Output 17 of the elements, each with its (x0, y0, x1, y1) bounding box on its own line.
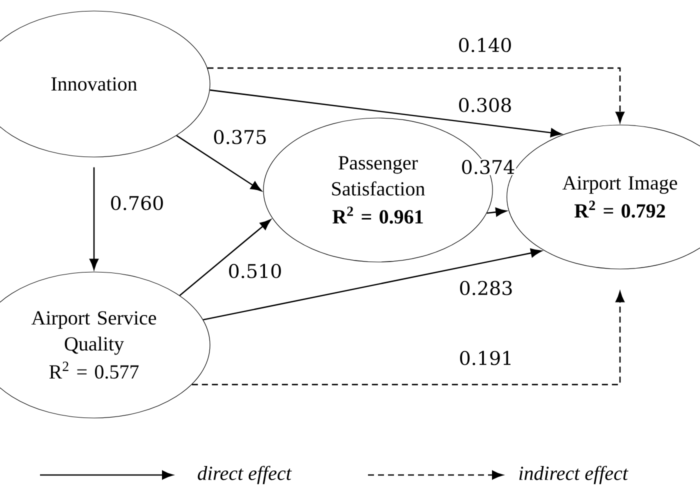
arrow (90, 167, 98, 270)
arrow (176, 135, 262, 192)
edge-label: 0.374 (460, 158, 516, 176)
arrow (179, 219, 271, 296)
arrow (210, 89, 562, 138)
arrow (207, 67, 625, 123)
edge-label: 0.308 (456, 96, 514, 114)
legend-text: indirect effect (519, 466, 628, 484)
edge-label: 0.760 (108, 194, 166, 212)
edge-label: 0.510 (226, 262, 284, 280)
edge-label: 0.191 (458, 350, 514, 366)
edge-label: 0.283 (458, 280, 514, 296)
edge-label: 0.140 (456, 36, 514, 54)
legend-text: direct effect (198, 466, 292, 484)
arrow (203, 248, 542, 320)
arrow (486, 208, 507, 217)
arrow (192, 291, 625, 386)
